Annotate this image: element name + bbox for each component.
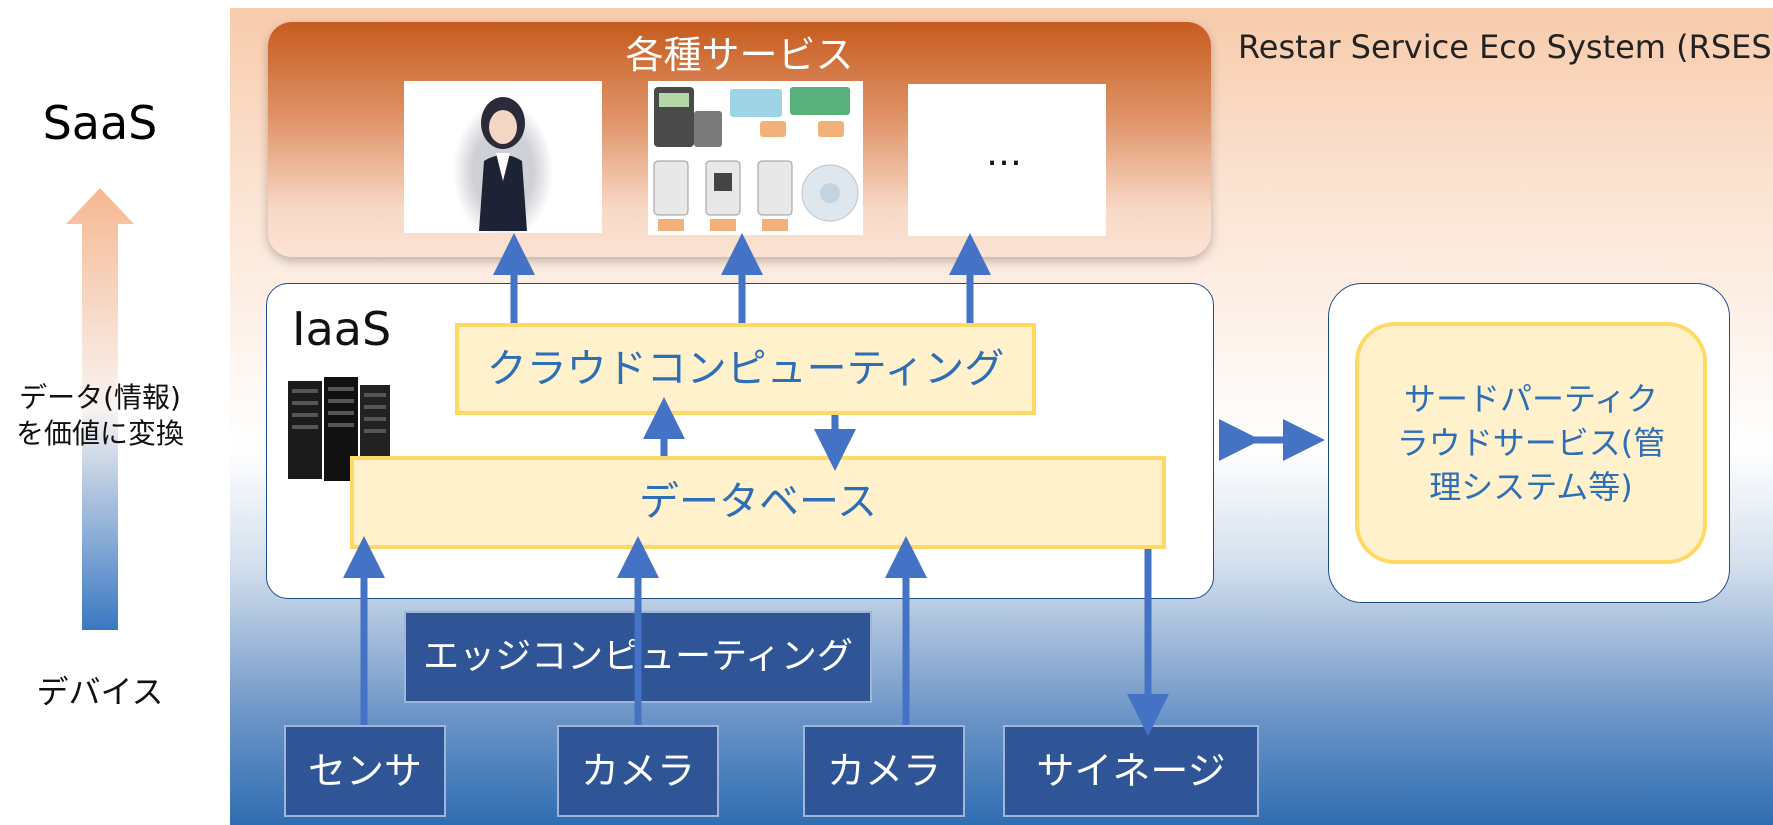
iaas-label: IaaS — [292, 302, 392, 356]
device-signage: サイネージ — [1003, 725, 1259, 817]
device-camera-1: カメラ — [557, 725, 719, 817]
device-sensor: センサ — [284, 725, 446, 817]
database-box: データベース — [350, 456, 1166, 549]
services-title: 各種サービス — [625, 33, 854, 77]
avatar-receptionist-image — [404, 81, 602, 241]
edge-computing-box: エッジコンピューティング — [404, 611, 872, 703]
data-value-gradient-arrow — [66, 188, 134, 630]
more-services-placeholder: … — [908, 84, 1106, 236]
third-party-cloud-text: サードパーティクラウドサービス(管理システム等) — [1396, 380, 1666, 506]
device-camera-2: カメラ — [803, 725, 965, 817]
payment-devices-image — [648, 81, 863, 235]
server-rack-icon — [280, 367, 396, 489]
rses-title: Restar Service Eco System (RSES) — [1238, 28, 1773, 66]
third-party-cloud-box: サードパーティクラウドサービス(管理システム等) — [1355, 322, 1707, 564]
cloud-computing-box: クラウドコンピューティング — [455, 323, 1036, 415]
data-to-value-text: データ(情報)を価値に変換 — [15, 381, 184, 450]
data-to-value-label: データ(情報)を価値に変換 — [0, 380, 200, 452]
device-label: デバイス — [36, 673, 164, 711]
saas-label: SaaS — [42, 96, 158, 150]
